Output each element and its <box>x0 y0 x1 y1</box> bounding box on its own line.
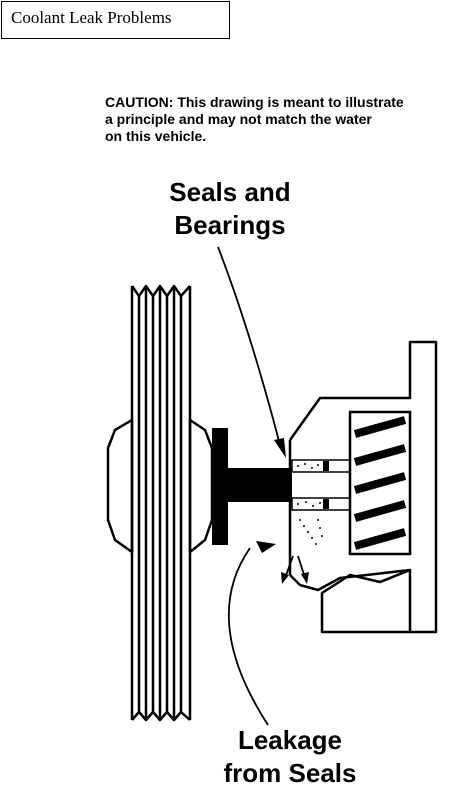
caution-line-1: CAUTION: This drawing is meant to illust… <box>105 94 404 110</box>
seal-lower <box>291 497 351 511</box>
pulley-grooves <box>130 284 192 722</box>
seal-stipple <box>297 461 329 509</box>
leakage-label: Leakage from Seals <box>200 724 380 790</box>
caution-line-2: a principle and may not match the water <box>105 111 372 127</box>
caution-note: CAUTION: This drawing is meant to illust… <box>105 94 465 145</box>
seal-upper <box>291 459 351 473</box>
seals-pointer-line <box>217 246 281 446</box>
pulley-hub <box>106 418 134 554</box>
page-title: Coolant Leak Problems <box>1 1 230 39</box>
seals-label-line-2: Bearings <box>174 210 286 240</box>
leak-label-line-1: Leakage <box>237 725 343 755</box>
pump-shaft <box>228 468 292 502</box>
seals-bearings-label: Seals and Bearings <box>140 176 320 242</box>
leak-label-line-2: from Seals <box>223 758 357 788</box>
leak-drips <box>299 519 323 545</box>
hub-flange <box>212 428 228 545</box>
leak-pointer-arrow <box>256 541 276 553</box>
pump-housing <box>288 340 438 634</box>
impeller-chamber <box>348 410 412 556</box>
seals-pointer-arrow <box>274 438 286 458</box>
pulley-hub-right <box>188 418 214 554</box>
caution-line-3: on this vehicle. <box>105 128 207 144</box>
leak-pointer-line <box>227 547 269 726</box>
seals-label-line-1: Seals and <box>169 177 291 207</box>
impeller-blades <box>353 416 407 550</box>
